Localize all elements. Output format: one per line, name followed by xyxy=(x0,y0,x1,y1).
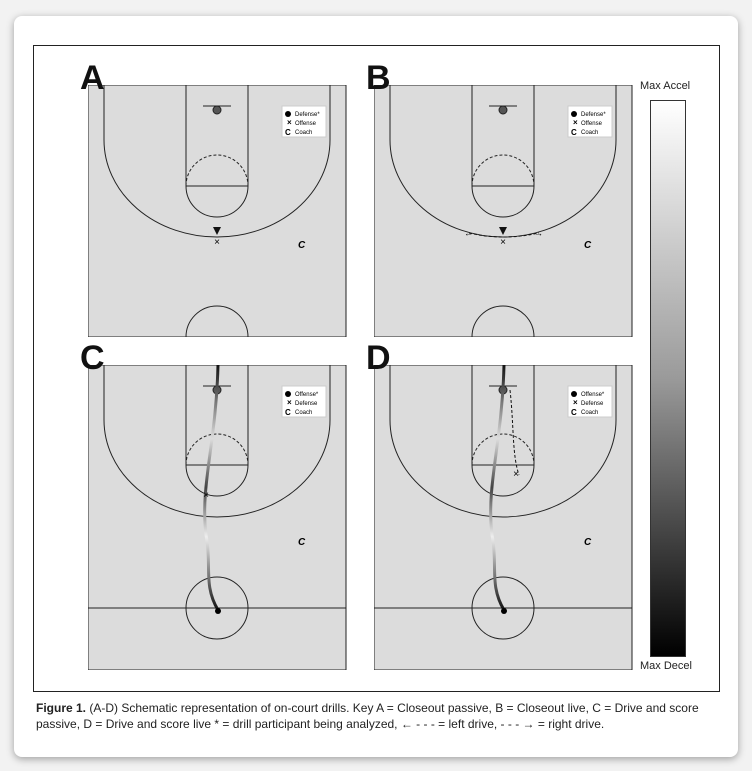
svg-text:Offense*: Offense* xyxy=(295,392,319,398)
svg-text:→: → xyxy=(534,228,543,238)
offense-x-marker: × xyxy=(214,237,220,248)
panel-label-c: C xyxy=(80,339,105,377)
defense-x-marker: × xyxy=(513,469,519,480)
movement-path xyxy=(203,365,220,611)
arrow-icon xyxy=(213,227,221,235)
svg-text:Coach: Coach xyxy=(581,130,598,136)
panel-label-a: A xyxy=(80,59,105,97)
coach-marker: C xyxy=(298,537,306,548)
svg-text:C: C xyxy=(571,128,577,137)
svg-text:Defense*: Defense* xyxy=(581,112,606,118)
colorbar-top-label: Max Accel xyxy=(640,80,691,92)
svg-text:Coach: Coach xyxy=(295,130,312,136)
coach-marker: C xyxy=(584,537,592,548)
svg-text:Offense: Offense xyxy=(295,121,317,127)
drive-arrows xyxy=(468,232,540,238)
offense-x-marker: × xyxy=(500,237,506,248)
basket xyxy=(212,105,222,115)
arrow-icon xyxy=(499,227,507,235)
coach-marker: C xyxy=(584,240,592,251)
colorbar-bottom-label: Max Decel xyxy=(640,660,692,672)
caption-figure-label: Figure 1. xyxy=(36,701,87,715)
svg-text:Coach: Coach xyxy=(295,410,312,416)
svg-text:×: × xyxy=(287,398,292,407)
caption-text: (A-D) Schematic representation of on-cou… xyxy=(36,701,699,731)
svg-text:×: × xyxy=(573,398,578,407)
panel-label-d: D xyxy=(366,339,391,377)
svg-text:←: ← xyxy=(464,228,473,238)
svg-text:×: × xyxy=(573,118,578,127)
figure-caption: Figure 1. (A-D) Schematic representation… xyxy=(36,700,726,732)
svg-text:Offense*: Offense* xyxy=(581,392,605,398)
svg-text:Defense: Defense xyxy=(295,401,318,407)
movement-path xyxy=(489,365,506,611)
svg-text:×: × xyxy=(287,118,292,127)
svg-text:Offense: Offense xyxy=(581,121,603,127)
basket xyxy=(498,105,508,115)
svg-text:C: C xyxy=(285,408,291,417)
panel-label-b: B xyxy=(366,59,391,97)
svg-text:C: C xyxy=(285,128,291,137)
svg-text:Defense*: Defense* xyxy=(295,112,320,118)
svg-text:Defense: Defense xyxy=(581,401,604,407)
coach-marker: C xyxy=(298,240,306,251)
svg-text:Coach: Coach xyxy=(581,410,598,416)
colorbar xyxy=(650,100,686,657)
offense-dot xyxy=(501,608,507,614)
defense-x-marker: × xyxy=(203,490,209,501)
svg-text:C: C xyxy=(571,408,577,417)
offense-dot xyxy=(215,608,221,614)
